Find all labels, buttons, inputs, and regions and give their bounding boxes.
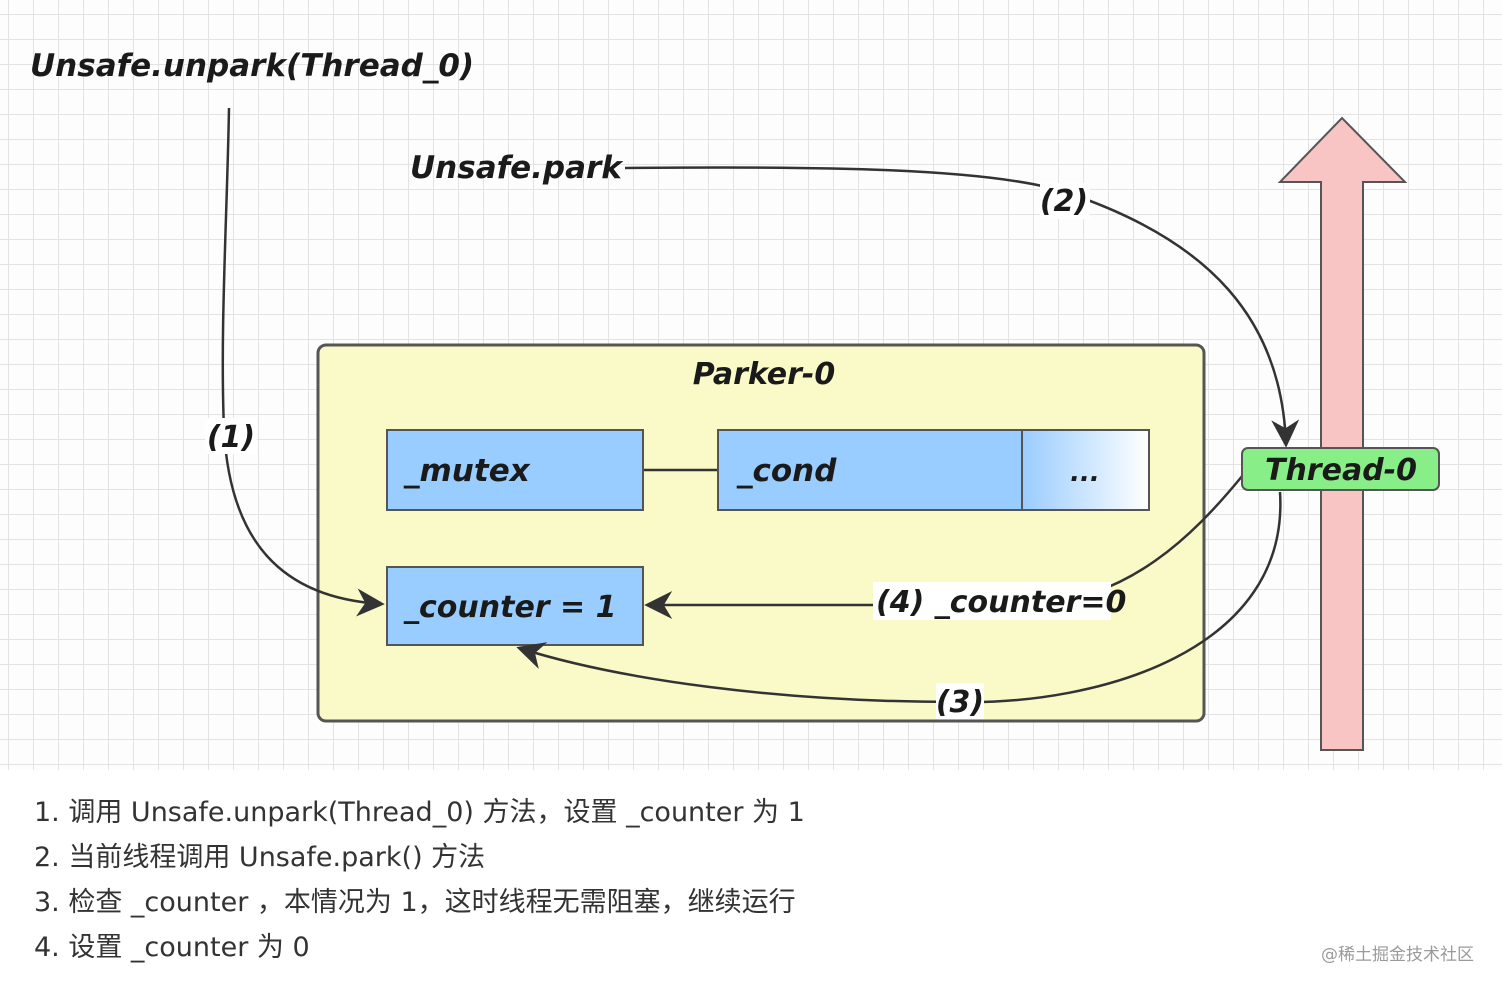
step3-label-bg [936, 683, 984, 719]
step3-label: (3) [936, 685, 984, 720]
step1-label: (1) [207, 420, 255, 455]
step4-label: (4) _counter=0 [876, 585, 1126, 620]
ellipsis-field [1021, 429, 1150, 511]
step2-label: (2) [1040, 184, 1088, 219]
counter-label: _counter = 1 [403, 590, 617, 625]
parker-box [316, 343, 1206, 723]
ellipsis-label: ... [1070, 458, 1100, 488]
step2-label-bg [1040, 183, 1090, 219]
step-notes: 1. 调用 Unsafe.unpark(Thread_0) 方法，设置 _cou… [34, 790, 805, 970]
counter-field [386, 566, 644, 646]
mutex-field [386, 429, 644, 511]
parker-diagram: Parker-0 _mutex _cond ... _counter = 1 (… [30, 48, 1440, 751]
thread-lifeline-arrow [1277, 116, 1408, 751]
park-call-label: Unsafe.park [410, 150, 624, 186]
note-item-3: 3. 检查 _counter ，本情况为 1，这时线程无需阻塞，继续运行 [34, 887, 796, 918]
note-item-4: 4. 设置 _counter 为 0 [34, 932, 310, 963]
parker-title: Parker-0 [693, 357, 835, 392]
source-credit: @稀土掘金技术社区 [1321, 945, 1474, 965]
thread-label: Thread-0 [1265, 453, 1417, 488]
note-item-2: 2. 当前线程调用 Unsafe.park() 方法 [34, 842, 486, 873]
mutex-label: _mutex [403, 453, 531, 489]
note-item-1: 1. 调用 Unsafe.unpark(Thread_0) 方法，设置 _cou… [34, 797, 805, 828]
step4-label-bg [873, 582, 1111, 620]
thread-box [1241, 447, 1440, 491]
step1-label-bg [205, 418, 257, 454]
cond-field [717, 429, 1023, 511]
unpark-call-label: Unsafe.unpark(Thread_0) [30, 48, 474, 84]
cond-label: _cond [736, 453, 837, 489]
